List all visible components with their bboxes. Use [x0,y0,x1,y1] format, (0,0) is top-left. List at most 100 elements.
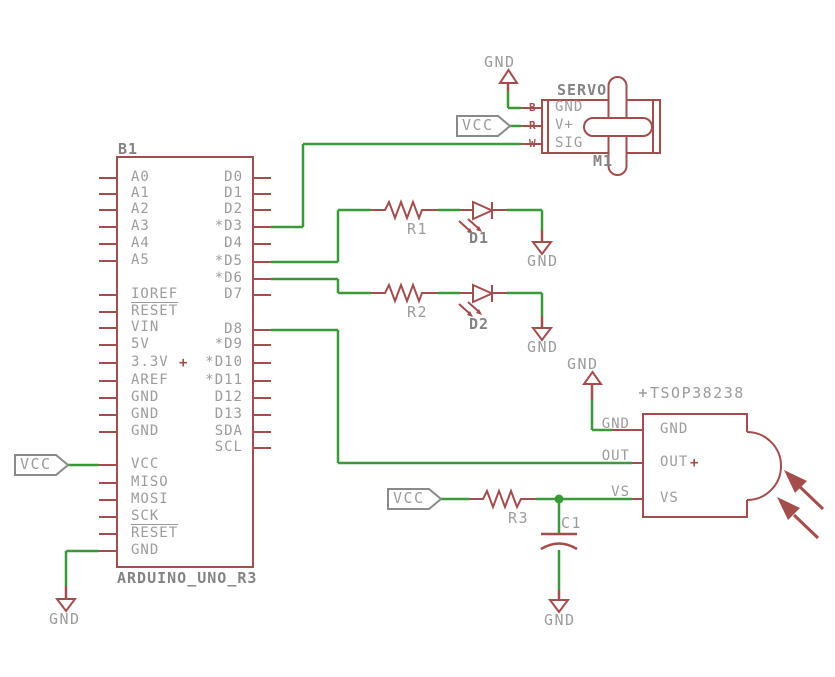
arduino-pin-label-left-7: RESET [131,303,179,319]
vcc-tag-arduino[interactable] [14,454,70,476]
arduino-pin-label-left-3: A3 [131,218,150,234]
gnd-arrow-servo[interactable] [498,68,519,84]
arduino-pin-label-left-13: GND [131,406,160,422]
ir-pin-label-inside-0: GND [660,421,689,437]
vcc-tag-servo[interactable] [456,115,512,137]
led-d1[interactable] [458,200,507,234]
gnd-net-label-d1: GND [527,252,559,270]
ir-pin-label-outside-0: GND [601,416,630,432]
arduino-pin-label-left-2: A2 [131,201,150,217]
resistor-r1-label[interactable]: R1 [407,220,429,238]
arduino-pin-label-left-15: VCC [131,456,160,472]
gnd-stems [64,83,594,600]
vcc-net-label-servo: VCC [462,116,494,134]
gnd-net-label-arduino: GND [49,610,81,628]
led-emission-arrows [458,301,479,314]
gnd-arrow-d1[interactable] [531,241,553,256]
servo-pad-label-2: W [529,137,536,150]
resistor-r2-label[interactable]: R2 [407,303,429,321]
gnd-arrow-d2[interactable] [531,327,553,342]
vcc-tags[interactable] [14,115,512,510]
gnd-symbols[interactable] [55,68,603,614]
resistor-r1[interactable] [371,199,438,221]
resistor-r3-label[interactable]: R3 [508,509,530,527]
arduino-pin-label-left-8: VIN [131,319,160,335]
arduino-pin-label-right-5: *D5 [214,253,243,269]
led-d2[interactable] [458,283,507,317]
arduino-pin-label-left-19: RESET [131,525,179,541]
arduino-pin-label-left-6: IOREF [131,286,179,302]
led-arrow-head [476,226,482,232]
arduino-pin-label-left-17: MOSI [131,491,169,507]
arduino-pin-label-left-20: GND [131,542,160,558]
arduino-pin-label-left-18: SCK [131,508,160,524]
net-wires[interactable] [64,91,632,590]
arduino-left-pin-stubs[interactable] [99,177,117,552]
vcc-tag-r3[interactable] [387,488,443,510]
arduino-pin-label-right-8: D8 [224,321,243,337]
arduino-pin-label-right-11: *D11 [205,372,243,388]
arduino-pin-label-left-12: GND [131,389,160,405]
arduino-right-pin-stubs[interactable] [253,177,271,449]
ir-pin-label-inside-1: OUT [660,454,689,470]
arduino-pin-label-right-7: D7 [224,286,243,302]
arduino-pin-label-left-16: MISO [131,474,169,490]
resistor-r3[interactable] [470,488,536,510]
gnd-arrow-arduino[interactable] [55,598,77,613]
gnd-net-label-c1: GND [544,611,576,629]
servo-ref-label[interactable]: M1 [593,152,614,170]
arduino-pin-label-left-9: 5V [131,336,150,352]
ir-pin-label-outside-1: OUT [601,448,630,464]
arduino-pin-label-right-15: SCL [214,439,243,455]
servo-horn-horizontal [583,117,653,137]
arduino-pin-label-right-10: *D10 [205,354,243,370]
servo-pin-stubs[interactable] [521,107,542,145]
arduino-pin-label-right-12: D12 [214,389,243,405]
net-junction-dot [554,494,564,504]
arduino-pin-label-right-14: SDA [214,423,243,439]
arduino-pin-label-right-3: *D3 [214,218,243,234]
arduino-value-label[interactable]: ARDUINO_UNO_R3 [117,569,258,587]
resistor-r2[interactable] [371,282,438,304]
ir-pin-stubs[interactable] [612,429,643,500]
led-d1-label[interactable]: D1 [469,229,490,247]
servo-pad-label-0: B [529,101,536,114]
gnd-arrow-ir[interactable] [582,370,603,385]
arduino-3v3-plus-marker: + [179,355,188,371]
led-arrow-head [476,309,482,315]
arduino-pin-label-left-1: A1 [131,185,150,201]
gnd-net-label-d2: GND [527,338,559,356]
arduino-pin-label-right-6: *D6 [214,270,243,286]
arduino-pin-label-right-13: D13 [214,406,243,422]
vcc-net-label-arduino: VCC [20,455,52,473]
arduino-pin-label-right-1: D1 [224,185,243,201]
led-emission-arrows [458,218,479,231]
arduino-pin-label-left-0: A0 [131,169,150,185]
ir-light-arrows-icon [777,470,825,540]
servo-value-label[interactable]: SERVO [557,81,608,99]
led-arrow-head [467,228,473,234]
ir-pin-label-outside-2: VS [611,484,630,500]
servo-flange-lines [547,100,654,153]
servo-pad-label-1: R [529,119,536,132]
ir-value-label[interactable]: TSOP38238 [650,384,745,402]
capacitor-c1[interactable] [540,532,578,551]
arduino-pin-label-left-14: GND [131,423,160,439]
led-d2-label[interactable]: D2 [469,315,490,333]
servo-symbol[interactable] [521,76,661,176]
ir-receiver-symbol[interactable] [612,389,782,518]
arduino-pin-label-right-2: D2 [224,201,243,217]
arduino-pin-label-right-0: D0 [224,169,243,185]
ir-pin-label-inside-2: VS [660,490,679,506]
servo-pin-label-0: GND [555,99,584,115]
arduino-pin-label-left-4: A4 [131,235,150,251]
servo-pin-label-1: V+ [555,117,574,133]
arduino-ref-label[interactable]: B1 [118,140,139,158]
capacitor-c1-label[interactable]: C1 [561,514,583,532]
gnd-arrow-c1[interactable] [548,599,570,614]
vcc-net-label-r3: VCC [393,489,425,507]
led-arrow-head [467,311,473,317]
arduino-uno-symbol[interactable] [99,156,271,568]
